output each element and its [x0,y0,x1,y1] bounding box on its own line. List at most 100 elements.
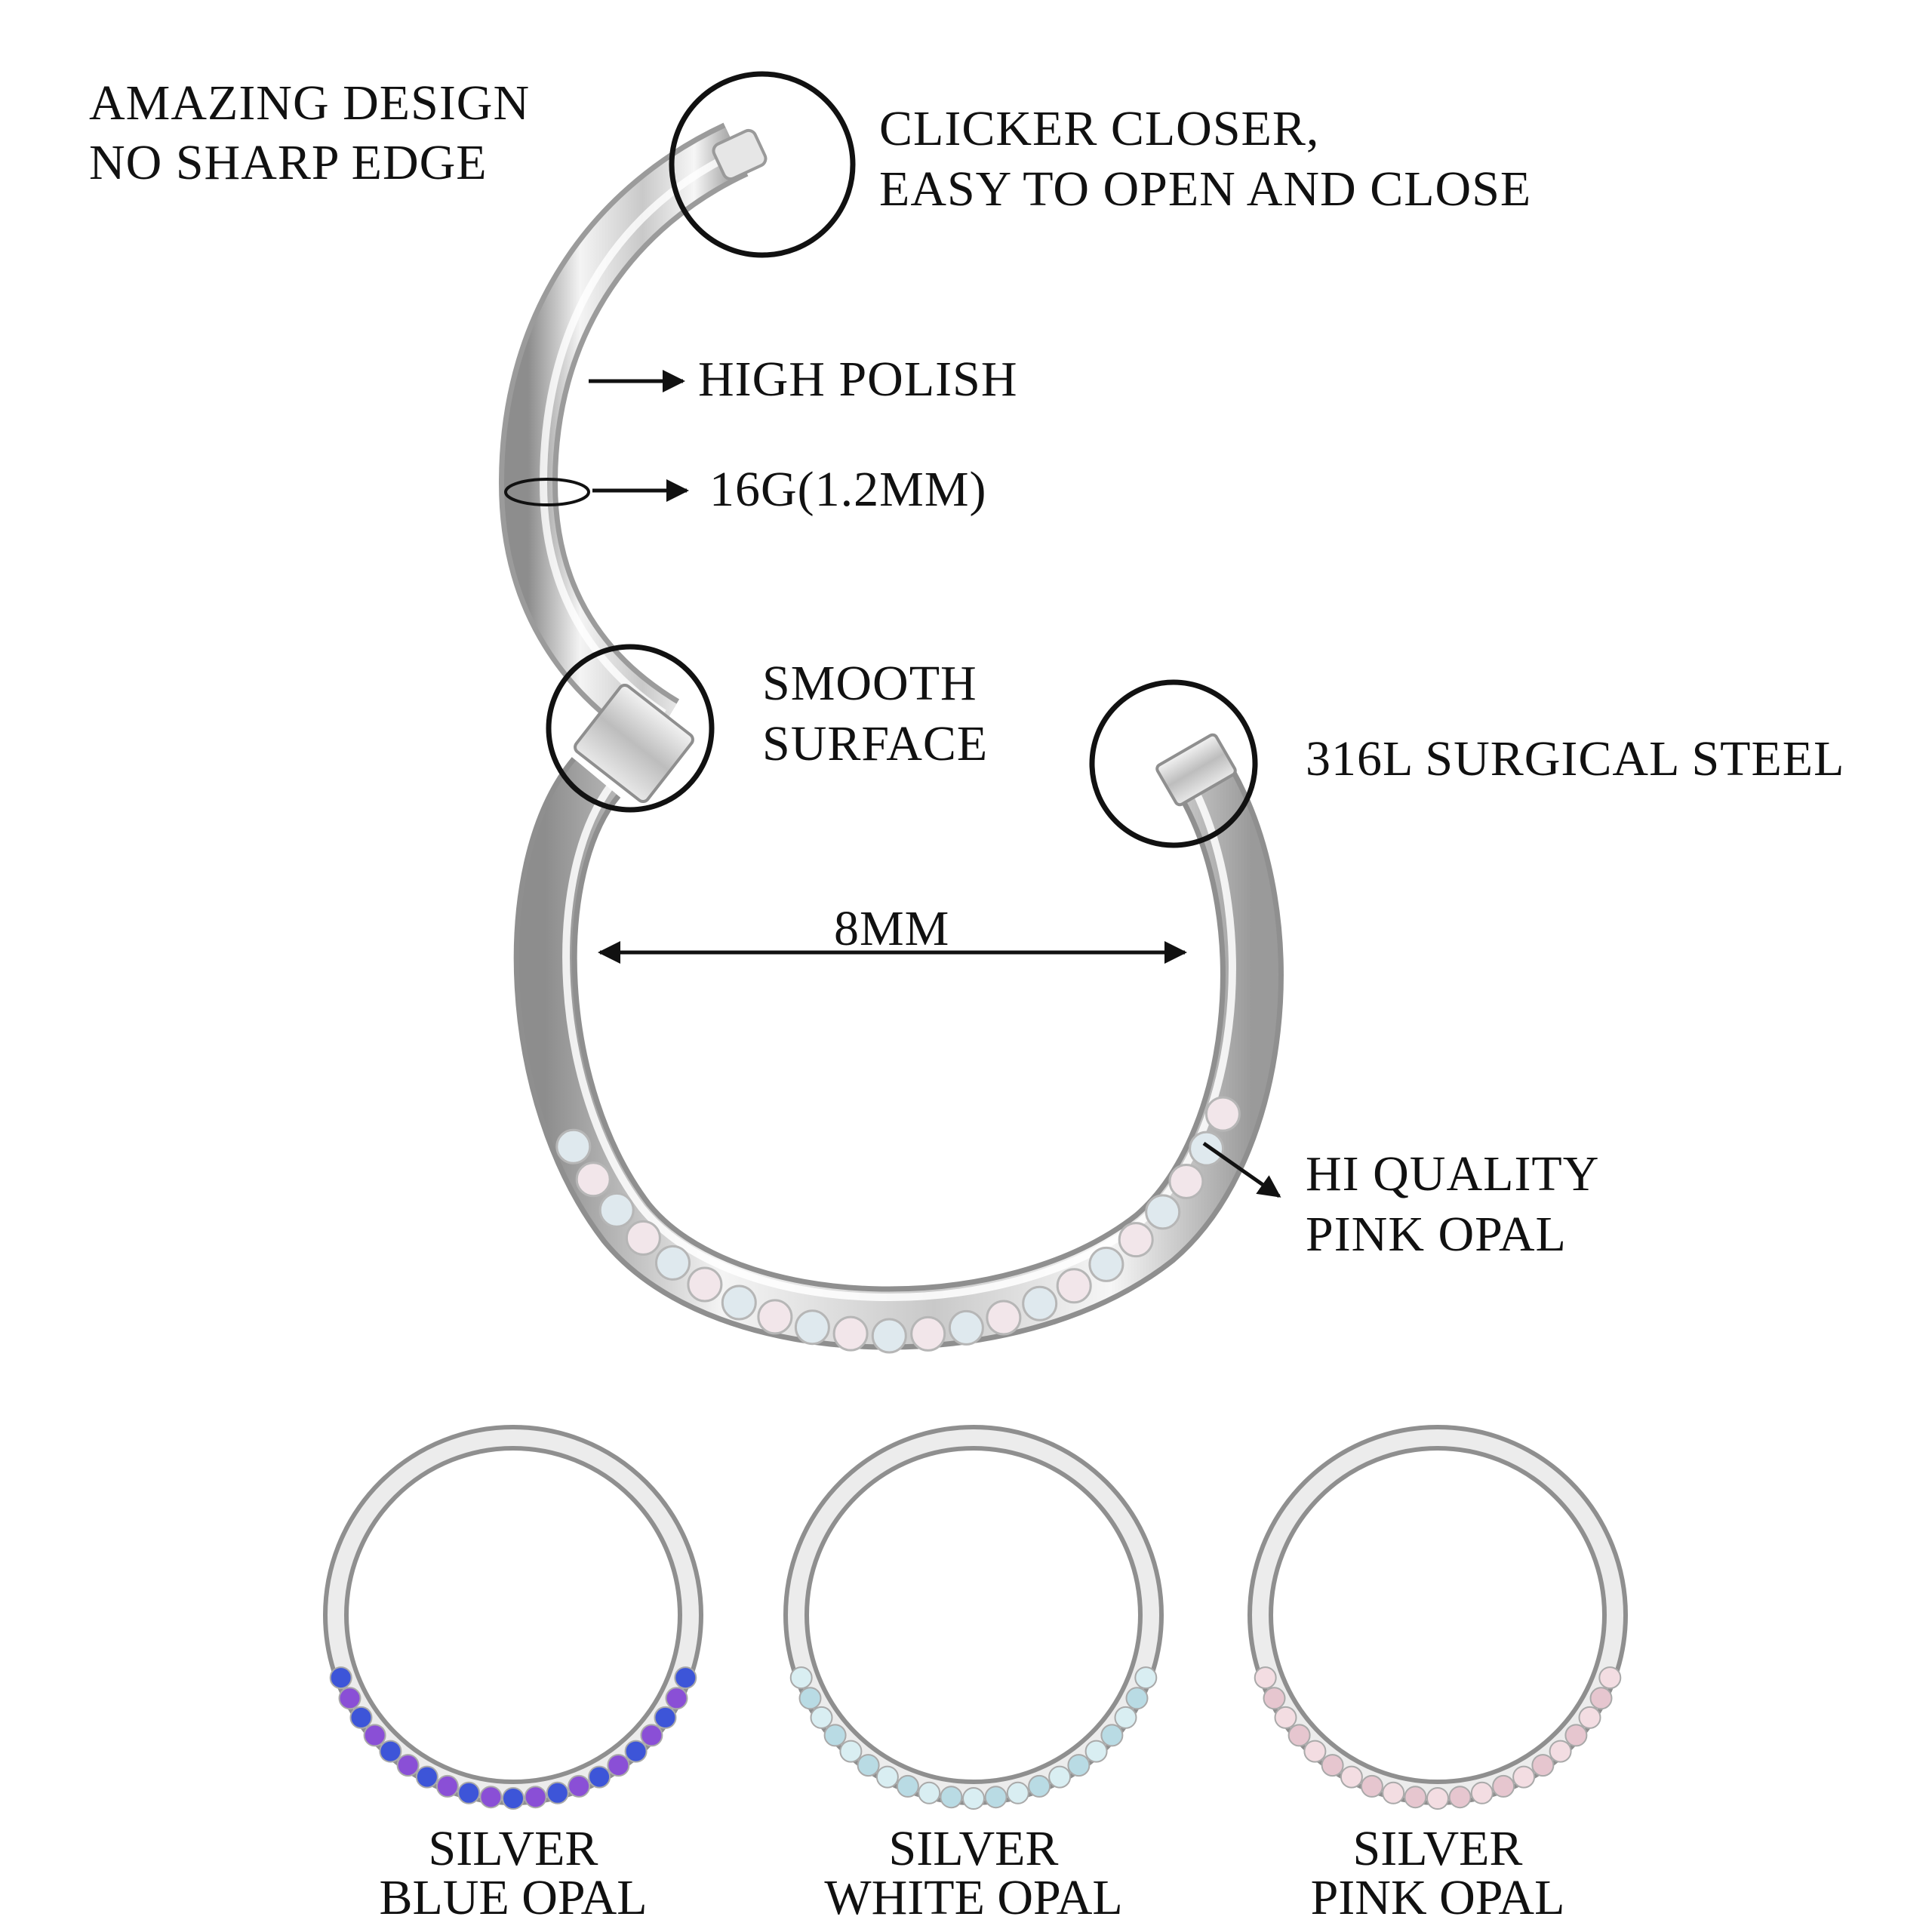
opal-stone [721,1284,757,1321]
variant-stone [984,1786,1008,1809]
variant-white-line1: SILVER [888,1821,1059,1876]
ring-highlight [788,1429,1159,1801]
opal-stones [555,1096,1241,1354]
variant-stone [940,1786,963,1809]
variant-stone [338,1687,361,1710]
polish-label: HIGH POLISH [698,352,1018,407]
variant-stone [607,1754,630,1777]
clicker-label-line1: CLICKER CLOSER, [879,101,1320,156]
variant-stone [674,1666,697,1690]
diameter-label: 8MM [834,901,950,956]
variant-stone [1321,1754,1344,1777]
gauge-marker [504,478,590,506]
opal-stone [575,1161,611,1198]
variant-stone [1006,1781,1029,1804]
variant-ring-blue[interactable] [323,1425,703,1810]
opal-stone [1204,1096,1241,1132]
variant-stone [1028,1774,1051,1798]
opal-stone [1022,1285,1058,1321]
opal-stone [986,1300,1022,1336]
opal-stone [1056,1268,1092,1304]
opal-stone [1145,1194,1181,1230]
opal-stone [871,1318,907,1354]
variant-white-line2: WHITE OPAL [824,1870,1123,1925]
opal-stone [1088,1246,1124,1282]
opal-stone [832,1315,869,1352]
variant-stone [1084,1740,1108,1763]
variant-blue-line2: BLUE OPAL [379,1870,648,1925]
opal-label-line1: HI QUALITY [1306,1146,1600,1201]
variant-stone [363,1724,386,1747]
variant-stone [654,1706,677,1729]
variant-stone [457,1781,481,1804]
opal-stone [687,1266,723,1303]
variant-stone [1360,1774,1383,1798]
variant-stone [435,1774,459,1798]
clicker-callout-circle [669,71,856,258]
design-label-line1: AMAZING DESIGN [89,75,531,131]
variant-ring-pink[interactable] [1247,1425,1628,1810]
variant-stone [479,1786,503,1809]
variant-stone [665,1687,688,1710]
variant-stone [329,1666,352,1690]
variant-ring-white[interactable] [783,1425,1164,1810]
opal-stone [655,1244,691,1281]
variant-stone [1263,1687,1286,1710]
variant-stone [1287,1724,1311,1747]
variant-stone [379,1740,402,1763]
variant-stone [823,1724,847,1747]
variant-stone [1303,1740,1327,1763]
opal-stone [757,1299,793,1335]
variant-stone [349,1706,373,1729]
variant-stone [1404,1786,1427,1809]
variant-stone [1048,1765,1072,1789]
opal-stone [555,1128,592,1164]
variant-stone [524,1786,547,1809]
variant-stone [896,1774,919,1798]
opal-stone [910,1315,946,1352]
variant-stone [1067,1754,1091,1777]
variant-stone [1492,1774,1515,1798]
variant-stone [568,1774,591,1798]
variant-stone [1125,1687,1149,1710]
variant-stone [1531,1754,1555,1777]
opal-stone [598,1192,635,1228]
variant-stone [839,1740,863,1763]
variant-pink-line2: PINK OPAL [1310,1870,1565,1925]
variant-stone [789,1666,813,1690]
variant-stone [1114,1706,1137,1729]
variant-pink-line1: SILVER [1352,1821,1523,1876]
clicker-label-line2: EASY TO OPEN AND CLOSE [879,162,1532,217]
variant-stone [588,1765,611,1789]
variant-stone [962,1787,985,1810]
opal-stone [1118,1222,1154,1258]
variant-stone [875,1765,899,1789]
variant-stone [624,1740,648,1763]
variant-stone [1448,1786,1472,1809]
ring-highlight [328,1429,699,1801]
opal-stone [625,1220,661,1256]
variant-stone [1564,1724,1588,1747]
smooth-label-line1: SMOOTH [762,656,977,711]
variant-stone [396,1754,420,1777]
variant-blue-line1: SILVER [428,1821,598,1876]
variant-stone [640,1724,663,1747]
variant-stone [1134,1666,1158,1690]
variant-stone [1578,1706,1601,1729]
opal-arrow [1202,1141,1281,1198]
variant-stone [1549,1740,1572,1763]
variant-stone [1274,1706,1297,1729]
variant-stone [810,1706,833,1729]
opal-stone [948,1309,984,1346]
variant-stone [857,1754,880,1777]
gauge-label: 16G(1.2MM) [709,462,987,517]
opal-stone [1189,1131,1225,1167]
steel-label: 316L SURGICAL STEEL [1306,731,1845,786]
design-label-line2: NO SHARP EDGE [89,135,488,190]
variant-stone [1470,1781,1494,1804]
opal-label-line2: PINK OPAL [1306,1207,1567,1262]
opal-stone [1168,1164,1204,1199]
variant-stone [1512,1765,1536,1789]
variant-stone [918,1781,941,1804]
